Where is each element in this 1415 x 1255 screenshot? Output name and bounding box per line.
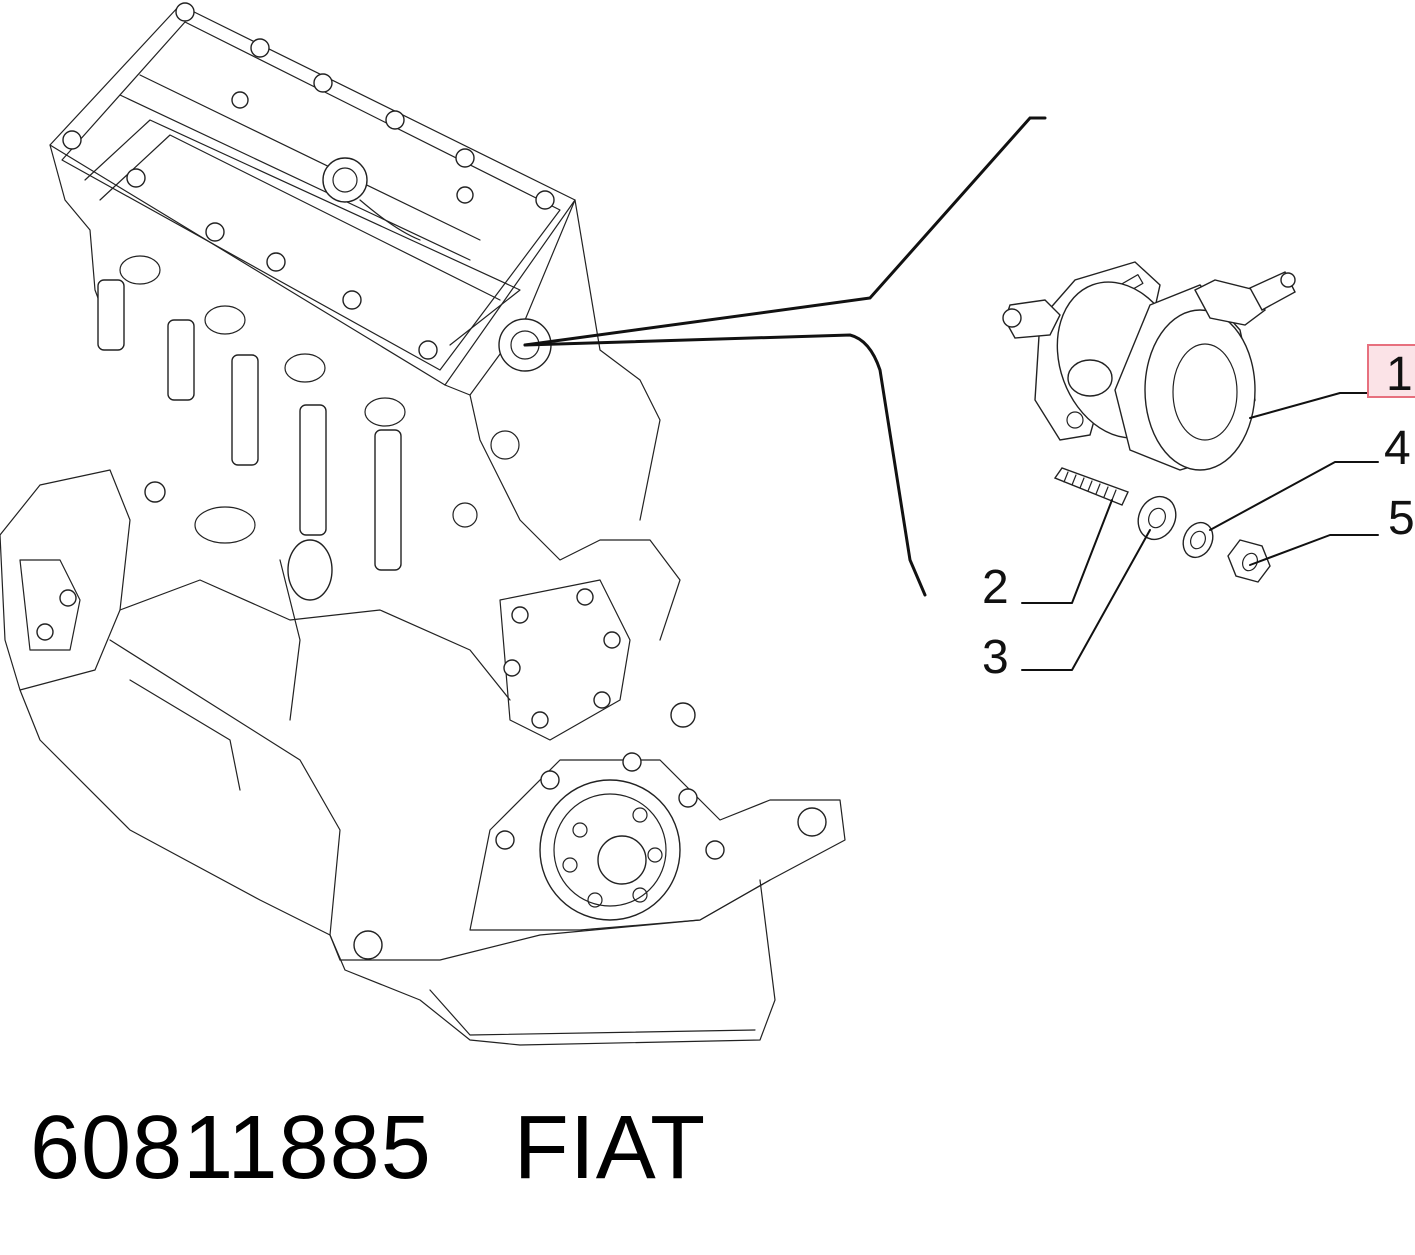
part-1-clutch-slave-cylinder [1002, 261, 1296, 471]
part-5-nut [1227, 539, 1271, 583]
callout-5-label: 5 [1388, 492, 1415, 545]
callout-labels: 1 2 3 4 5 [982, 344, 1415, 684]
callout-leaders [1021, 392, 1384, 671]
part-2-stud [1053, 467, 1129, 506]
detail-leader-lines [523, 116, 1047, 597]
part-number: 60811885 [30, 1097, 432, 1198]
callout-4-label: 4 [1384, 422, 1411, 475]
callout-2-label: 2 [982, 561, 1009, 614]
brand-name: FIAT [513, 1097, 707, 1198]
callout-1-label: 1 [1386, 348, 1413, 401]
callout-3-label: 3 [982, 631, 1009, 684]
part-4-spring-washer [1182, 521, 1214, 559]
engine-block-illustration [0, 2, 846, 1046]
callout-1-highlight [1367, 344, 1415, 398]
part-3-washer [1137, 495, 1177, 541]
part-footer: 60811885 FIAT [30, 1098, 706, 1198]
